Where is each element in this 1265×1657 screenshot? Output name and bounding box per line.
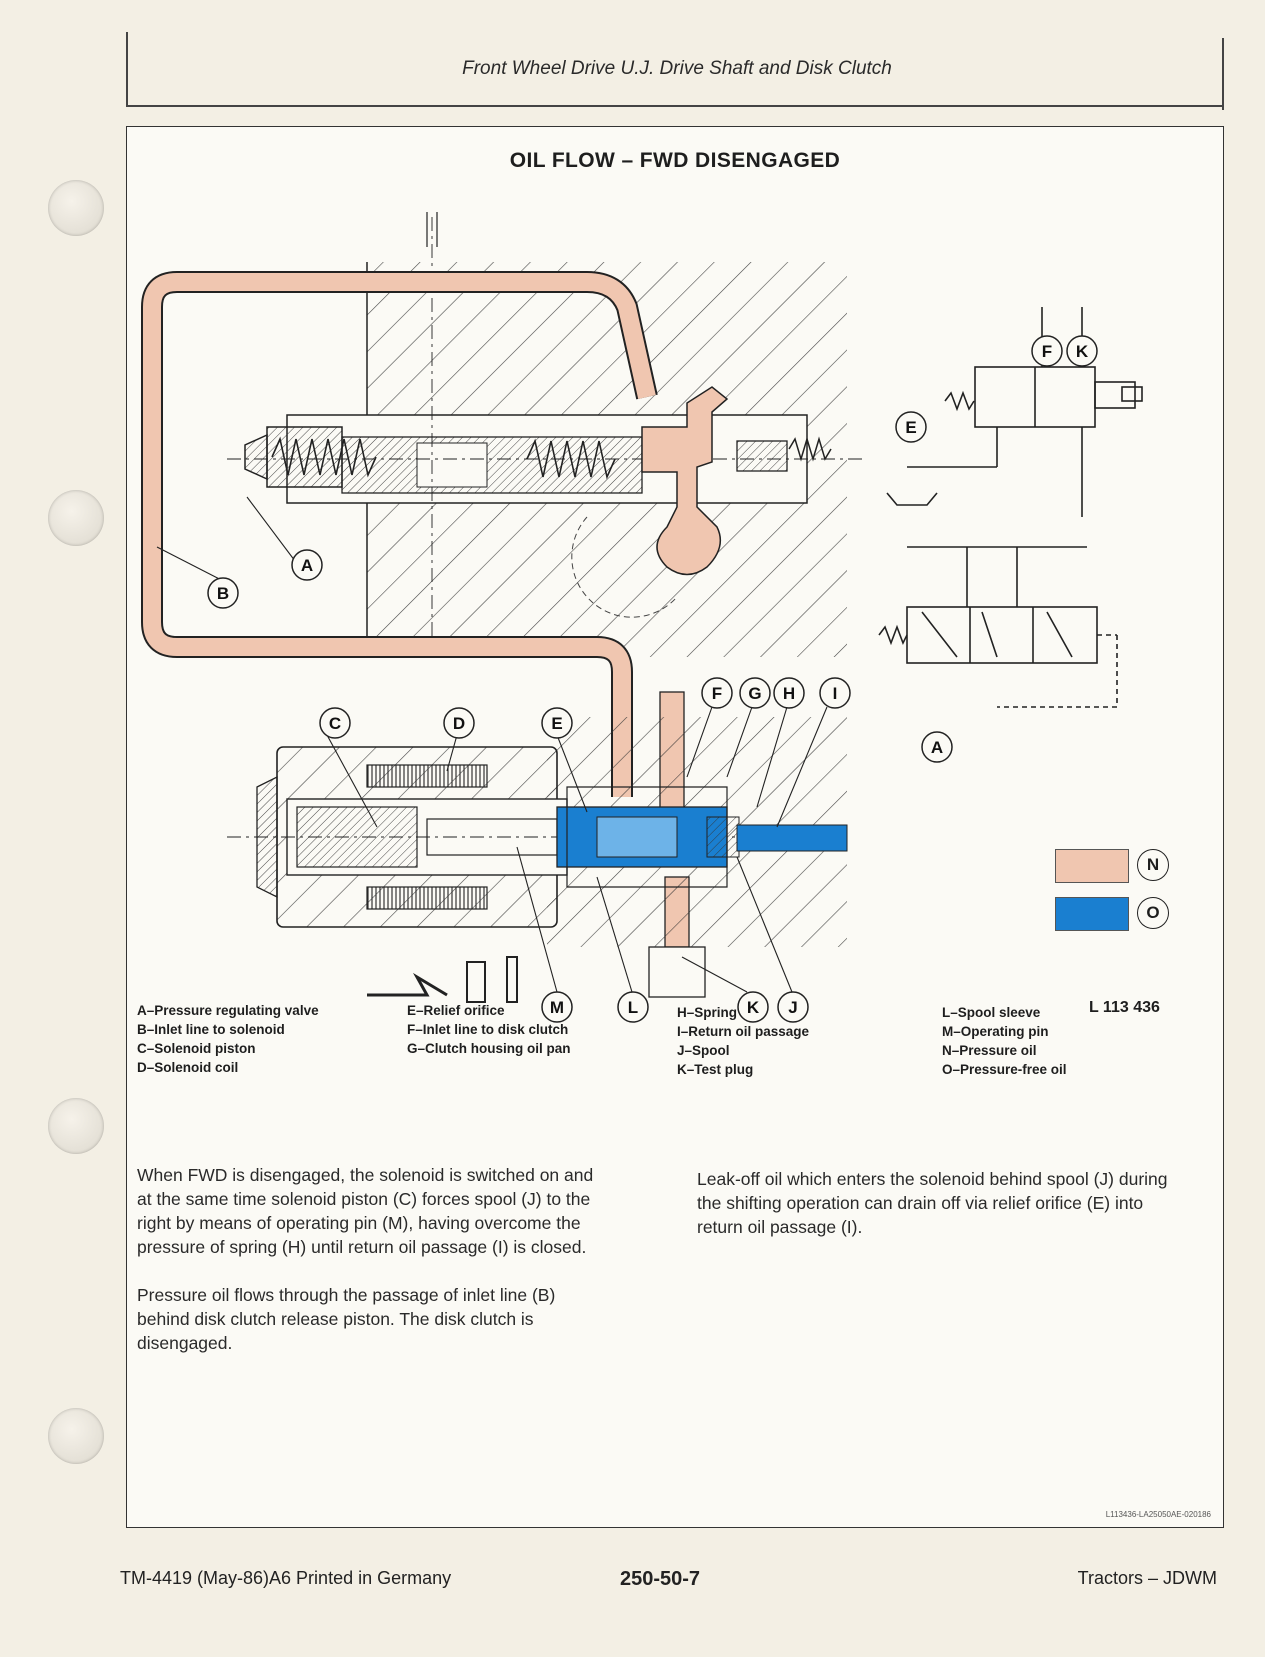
binder-hole [48,180,104,236]
callout-c-label: C [329,714,341,733]
legend-item: O–Pressure-free oil [942,1062,1067,1077]
legend-item: N–Pressure oil [942,1043,1037,1058]
legend-swatch-pressure-free-oil [1055,897,1129,931]
schematic-callout-e-label: E [905,418,916,437]
binder-hole [48,490,104,546]
footer-left: TM-4419 (May-86)A6 Printed in Germany [120,1568,452,1588]
body-paragraph: When FWD is disengaged, the solenoid is … [137,1165,594,1257]
callout-g-circle [739,677,771,709]
schematic-callout-a-circle [921,731,953,763]
callout-b-label: B [217,584,229,603]
callout-e-label: E [551,714,562,733]
callout-f-circle [701,677,733,709]
legend-item: A–Pressure regulating valve [137,1003,319,1018]
binder-hole [48,1408,104,1464]
callout-g-label: G [748,684,761,703]
figure-code: L 113 436 [1089,999,1160,1016]
callout-k-circle [737,991,769,1023]
callout-a-circle [291,549,323,581]
legend-letter-n: N [1137,849,1169,881]
pressure-free-oil-circuit [556,786,848,888]
schematic-callout-k-circle [1066,335,1098,367]
body-text-left: When FWD is disengaged, the solenoid is … [137,1163,607,1379]
legend-item: B–Inlet line to solenoid [137,1022,285,1037]
schematic-callout-f-label: F [1042,342,1052,361]
legend-item: G–Clutch housing oil pan [407,1041,571,1056]
diagram-title: OIL FLOW – FWD DISENGAGED [509,149,841,172]
binder-hole [48,1098,104,1154]
body-text-right: Leak-off oil which enters the solenoid b… [697,1167,1177,1263]
legend-column-2: E–Relief orifice F–Inlet line to disk cl… [407,1001,571,1058]
footer-page-number: 250-50-7 [620,1568,701,1590]
legend-item: J–Spool [677,1043,730,1058]
callout-f-label: F [712,684,722,703]
legend-column-1: A–Pressure regulating valve B–Inlet line… [137,1001,319,1077]
callouts: A B C D E F G H I J K L M F K E A [156,335,1098,1023]
legend-letter-o: O [1137,897,1169,929]
oil-flow-diagram: A B C D E F G H I J K L M F K E A [141,212,1143,1023]
header-rule-right [1222,38,1224,110]
legend-item: H–Spring [677,1005,738,1020]
callout-j-circle [777,991,809,1023]
legend-item: D–Solenoid coil [137,1060,239,1075]
header-rule-bottom [126,105,1224,107]
diagram-frame: OIL FLOW – FWD DISENGAGED [126,126,1224,1528]
pressure-regulating-valve-housing [227,212,867,657]
document-code: L113436-LA25050AE-020186 [1105,1510,1211,1519]
legend-item: K–Test plug [677,1062,754,1077]
header-rule-left [126,32,128,106]
callout-m-label: M [550,998,564,1017]
callout-l-circle [617,991,649,1023]
callout-k-label: K [747,998,760,1017]
callout-h-circle [773,677,805,709]
legend-item: E–Relief orifice [407,1003,505,1018]
hydraulic-schematic [878,307,1143,708]
legend-item: L–Spool sleeve [942,1005,1041,1020]
callout-l-label: L [628,998,638,1017]
callout-i-label: I [833,684,838,703]
electrical-connector [367,956,518,1003]
callout-c-circle [319,707,351,739]
callout-b-circle [207,577,239,609]
callout-i-circle [819,677,851,709]
callout-h-label: H [783,684,795,703]
solenoid-housing [227,717,847,947]
legend-item: I–Return oil passage [677,1024,810,1039]
schematic-callout-a-label: A [931,738,943,757]
callout-a-label: A [301,556,313,575]
schematic-callout-k-label: K [1076,342,1089,361]
schematic-callout-f-circle [1031,335,1063,367]
legend-item: C–Solenoid piston [137,1041,256,1056]
body-paragraph: Leak-off oil which enters the solenoid b… [697,1169,1168,1237]
body-paragraph: Pressure oil flows through the passage o… [137,1285,556,1353]
legend-column-4: L–Spool sleeve M–Operating pin N–Pressur… [942,1003,1067,1079]
schematic-callout-e-circle [895,411,927,443]
callout-m-circle [541,991,573,1023]
legend-item: F–Inlet line to disk clutch [407,1022,569,1037]
page-header-title: Front Wheel Drive U.J. Drive Shaft and D… [462,58,892,79]
callout-d-label: D [453,714,465,733]
legend-item: M–Operating pin [942,1024,1049,1039]
callout-d-circle [443,707,475,739]
legend-column-3: H–Spring I–Return oil passage J–Spool K–… [677,1003,809,1079]
callout-e-circle [541,707,573,739]
callout-j-label: J [788,998,797,1017]
legend-swatch-pressure-oil [1055,849,1129,883]
footer-right: Tractors – JDWM [1077,1568,1217,1588]
